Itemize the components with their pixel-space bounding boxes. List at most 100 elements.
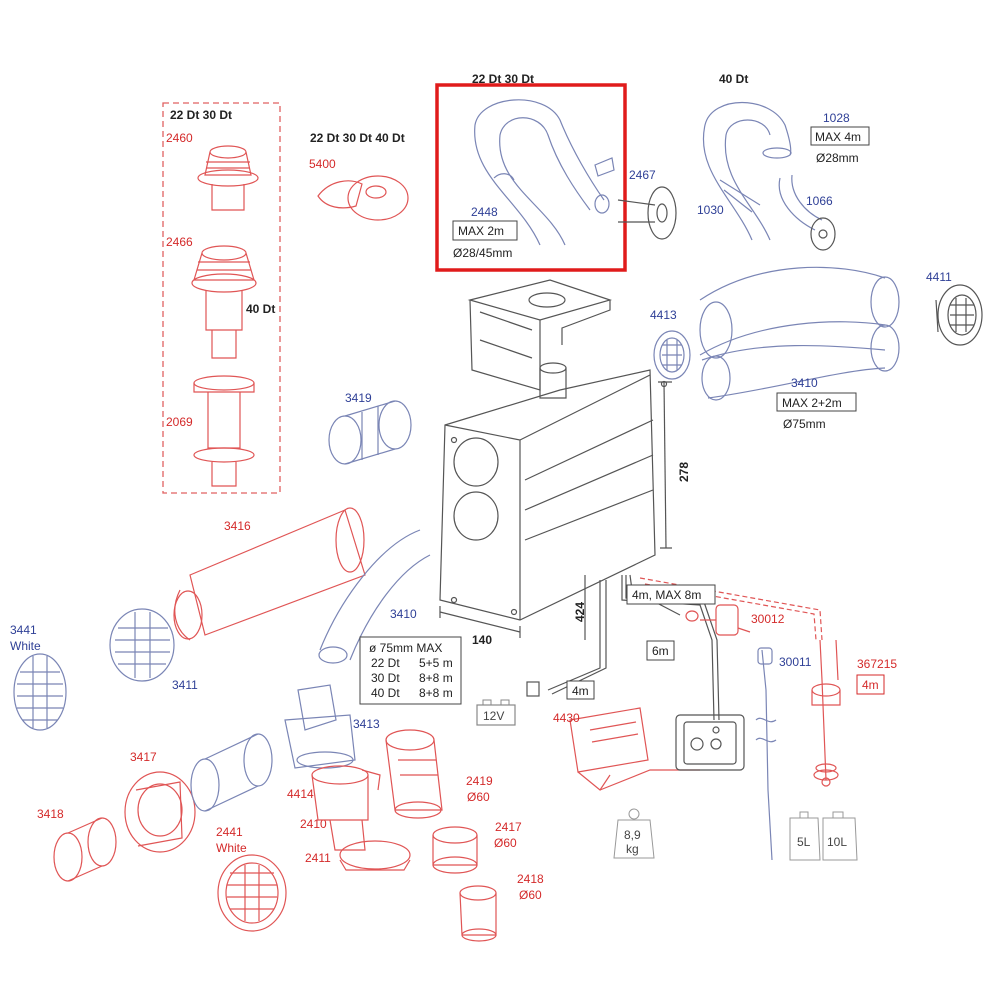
table-val-22dt: 5+5 m <box>419 656 453 670</box>
part-4413: 4413 <box>650 308 677 322</box>
label-tank-5l: 5L <box>797 835 811 849</box>
battery-12v-icon <box>476 704 516 726</box>
fuel-line-30011 <box>755 647 777 861</box>
part-30011: 30011 <box>779 655 812 669</box>
sleeve-2069 <box>193 375 255 487</box>
part-2448: 2448 <box>471 205 498 219</box>
table-row-30dt: 30 Dt <box>371 671 400 685</box>
part-2419: 2419 <box>466 774 493 788</box>
part-1066: 1066 <box>806 194 833 208</box>
air-duct-3410-right: 3410 MAX 2+2m Ø75mm <box>699 266 900 431</box>
label-40dt-right: 40 Dt <box>719 72 748 86</box>
part-3419: 3419 <box>345 391 372 405</box>
sleeve-3419: 3419 <box>328 391 412 465</box>
part-1030: 1030 <box>697 203 724 217</box>
exhaust-stack-4414: 4414 2410 2411 <box>287 765 411 871</box>
part-3441: 3441 <box>10 623 37 637</box>
table-frame <box>359 636 462 705</box>
electrical-fuel-system: 12V 4m 4m, MAX 8m 6m 4430 <box>476 574 897 861</box>
label-max-2m: MAX 2m <box>458 224 504 238</box>
diam-60-2419: Ø60 <box>467 790 490 804</box>
highlighted-hose-2448: 22 Dt 30 Dt 2448 MAX 2m Ø28/45mm <box>435 72 627 272</box>
hose-2448-drawing <box>474 99 615 246</box>
header-22dt-30dt-hose: 22 Dt 30 Dt <box>472 72 534 86</box>
grille-4413: 4413 <box>650 308 691 380</box>
heater-housing <box>439 362 668 621</box>
label-weight-kg: kg <box>626 842 639 856</box>
part-3410-right: 3410 <box>791 376 818 390</box>
exhaust-pipes-60: 2419 Ø60 2417 Ø60 2418 Ø60 <box>385 729 544 942</box>
part-2466: 2466 <box>166 235 193 249</box>
mounting-bracket <box>467 279 613 391</box>
hose-set-40dt: 40 Dt 1028 MAX 4m Ø28mm 1030 1066 <box>697 72 870 251</box>
label-white-3441: White <box>10 639 41 653</box>
part-367215: 367215 <box>857 657 897 671</box>
part-5400: 5400 <box>309 157 336 171</box>
part-3416: 3416 <box>224 519 251 533</box>
part-4430: 4430 <box>553 711 580 725</box>
table-header: ø 75mm MAX <box>369 641 442 655</box>
label-white-2441: White <box>216 841 247 855</box>
exhaust-plate-5400: 22 Dt 30 Dt 40 Dt 5400 <box>309 131 409 221</box>
label-40dt-left: 40 Dt <box>246 302 275 316</box>
label-diam-28-45: Ø28/45mm <box>453 246 512 260</box>
dimension-424: 424 <box>573 602 587 622</box>
part-1028: 1028 <box>823 111 850 125</box>
part-3418: 3418 <box>37 807 64 821</box>
label-diam-28: Ø28mm <box>816 151 859 165</box>
cowl-2460 <box>197 145 259 211</box>
header-5400-versions: 22 Dt 30 Dt 40 Dt <box>310 131 405 145</box>
part-3411: 3411 <box>172 678 198 692</box>
part-2417: 2417 <box>495 820 522 834</box>
length-4m-fuel-box <box>856 674 885 695</box>
max-2plus2m-box <box>776 392 857 412</box>
max-2m-box <box>452 220 518 241</box>
part-2410: 2410 <box>300 817 327 831</box>
standpipe-367215 <box>811 639 841 787</box>
label-tank-10l: 10L <box>827 835 847 849</box>
part-2460: 2460 <box>166 131 193 145</box>
dimension-lines <box>439 381 672 640</box>
flange-2467: 2467 <box>617 168 677 240</box>
table-val-40dt: 8+8 m <box>419 686 453 700</box>
length-6m-box <box>646 640 675 661</box>
duct-3410-left: 3410 <box>318 529 431 664</box>
dashed-kit-frame <box>162 102 281 494</box>
part-30012: 30012 <box>751 612 785 626</box>
part-3410-left: 3410 <box>390 607 417 621</box>
dimension-278: 278 <box>677 462 691 482</box>
grille-3441-white: 3441 White <box>10 623 67 731</box>
control-panel <box>675 714 745 771</box>
diam-60-2418: Ø60 <box>519 888 542 902</box>
selection-highlight-frame <box>435 83 627 272</box>
header-22dt-30dt-col1: 22 Dt 30 Dt <box>170 108 232 122</box>
table-val-30dt: 8+8 m <box>419 671 453 685</box>
part-3413: 3413 <box>353 717 380 731</box>
grille-4411: 4411 <box>926 270 983 346</box>
cowl-2466 <box>191 245 257 359</box>
length-4m-box <box>566 680 595 700</box>
label-diam-75: Ø75mm <box>783 417 826 431</box>
silencer-3416: 3416 <box>173 507 366 641</box>
fuel-pump-30012 <box>685 604 751 636</box>
dimension-140: 140 <box>472 633 492 647</box>
max-4m-box <box>810 126 870 146</box>
label-4m-cable: 4m <box>572 684 589 698</box>
label-max-4m: MAX 4m <box>815 130 861 144</box>
control-module-4430 <box>569 707 649 791</box>
weight-icon <box>613 808 655 859</box>
fuel-tank-icons <box>789 811 858 861</box>
label-max-2plus2m: MAX 2+2m <box>782 396 842 410</box>
label-12v: 12V <box>483 709 504 723</box>
diam-60-2417: Ø60 <box>494 836 517 850</box>
part-4411: 4411 <box>926 270 952 284</box>
length-4m-max8m-box <box>626 584 716 605</box>
table-row-40dt: 40 Dt <box>371 686 400 700</box>
exhaust-parts-bottom-left: 3417 3418 <box>37 733 273 882</box>
part-2411: 2411 <box>305 851 331 865</box>
label-6m: 6m <box>652 644 669 658</box>
part-2467: 2467 <box>629 168 656 182</box>
label-4m-fuel: 4m <box>862 678 879 692</box>
grille-3411: 3411 <box>109 608 198 692</box>
part-2441: 2441 <box>216 825 243 839</box>
